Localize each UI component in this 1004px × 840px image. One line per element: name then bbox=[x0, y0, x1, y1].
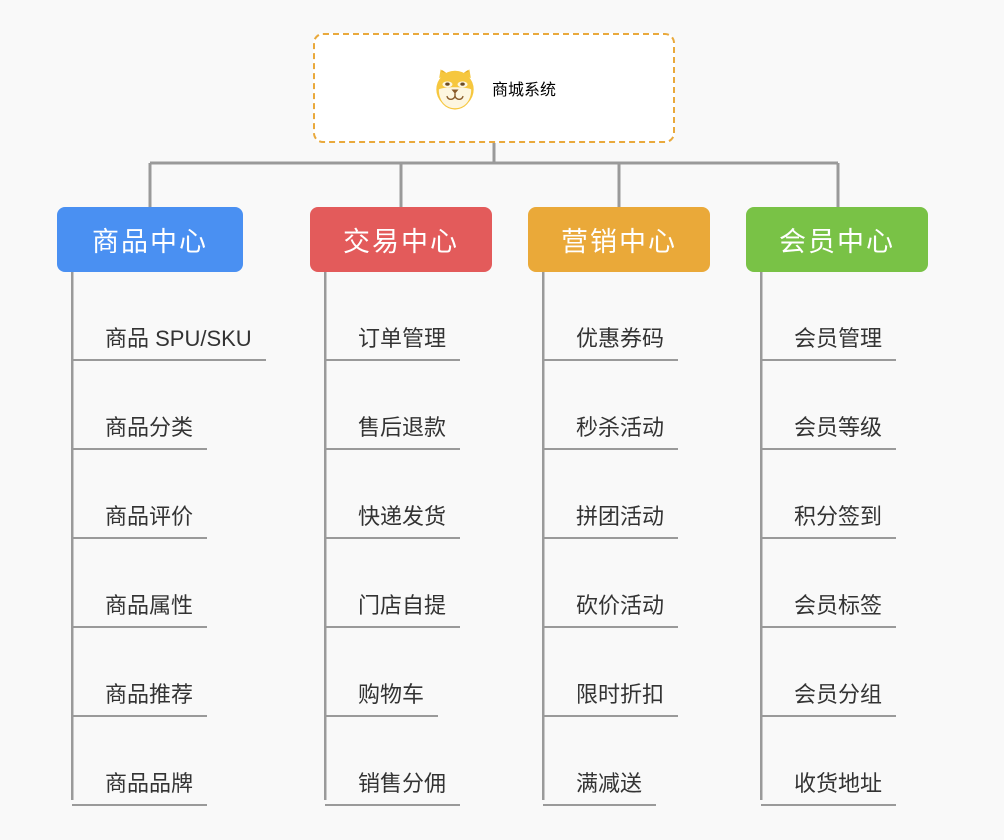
list-item[interactable]: 商品评价 bbox=[72, 450, 266, 539]
leaf-label: 订单管理 bbox=[325, 321, 461, 361]
leaf-label: 购物车 bbox=[325, 677, 439, 717]
leaf-label: 商品评价 bbox=[72, 499, 208, 539]
leaf-label: 商品推荐 bbox=[72, 677, 208, 717]
list-item[interactable]: 拼团活动 bbox=[543, 450, 679, 539]
leaf-label: 积分签到 bbox=[761, 499, 897, 539]
category-header-会员中心[interactable]: 会员中心 bbox=[746, 207, 928, 272]
root-title: 商城系统 bbox=[491, 82, 556, 99]
shiba-dog-icon bbox=[436, 69, 474, 110]
leaf-label: 商品属性 bbox=[72, 588, 208, 628]
list-item[interactable]: 门店自提 bbox=[325, 539, 461, 628]
category-label: 交易中心 bbox=[343, 227, 459, 257]
list-item[interactable]: 订单管理 bbox=[325, 272, 461, 361]
list-item[interactable]: 购物车 bbox=[325, 628, 460, 717]
list-item[interactable]: 优惠券码 bbox=[543, 272, 679, 361]
leaf-list: 商品 SPU/SKU 商品分类 商品评价 商品属性 商品推荐 商品品牌 bbox=[72, 272, 266, 806]
branch-column-3: 营销中心 优惠券码 秒杀活动 拼团活动 砍价活动 限时折扣 满减送 bbox=[528, 207, 710, 806]
category-header-营销中心[interactable]: 营销中心 bbox=[528, 207, 710, 272]
leaf-list: 会员管理 会员等级 积分签到 会员标签 会员分组 收货地址 bbox=[761, 272, 897, 806]
branch-column-1: 商品中心 商品 SPU/SKU 商品分类 商品评价 商品属性 商品推荐 商品品牌 bbox=[57, 207, 266, 806]
list-item[interactable]: 商品分类 bbox=[72, 361, 266, 450]
list-item[interactable]: 会员等级 bbox=[761, 361, 897, 450]
list-item[interactable]: 商品 SPU/SKU bbox=[72, 272, 266, 361]
list-item[interactable]: 限时折扣 bbox=[543, 628, 679, 717]
branch-column-2: 交易中心 订单管理 售后退款 快递发货 门店自提 购物车 销售分佣 bbox=[310, 207, 492, 806]
leaf-label: 秒杀活动 bbox=[543, 410, 679, 450]
category-label: 会员中心 bbox=[779, 227, 895, 257]
leaf-label: 会员管理 bbox=[761, 321, 897, 361]
list-item[interactable]: 快递发货 bbox=[325, 450, 461, 539]
leaf-label: 快递发货 bbox=[325, 499, 461, 539]
leaf-list: 优惠券码 秒杀活动 拼团活动 砍价活动 限时折扣 满减送 bbox=[543, 272, 679, 806]
leaf-label: 门店自提 bbox=[325, 588, 461, 628]
leaf-label: 销售分佣 bbox=[325, 766, 461, 806]
leaf-label: 拼团活动 bbox=[543, 499, 679, 539]
leaf-list: 订单管理 售后退款 快递发货 门店自提 购物车 销售分佣 bbox=[325, 272, 461, 806]
list-item[interactable]: 砍价活动 bbox=[543, 539, 679, 628]
leaf-label: 砍价活动 bbox=[543, 588, 679, 628]
list-item[interactable]: 会员分组 bbox=[761, 628, 897, 717]
leaf-label: 商品品牌 bbox=[72, 766, 208, 806]
leaf-label: 优惠券码 bbox=[543, 321, 679, 361]
list-item[interactable]: 收货地址 bbox=[761, 717, 897, 806]
list-item[interactable]: 销售分佣 bbox=[325, 717, 461, 806]
list-item[interactable]: 商品品牌 bbox=[72, 717, 266, 806]
category-label: 营销中心 bbox=[561, 227, 677, 257]
leaf-label: 商品 SPU/SKU bbox=[72, 321, 266, 361]
list-item[interactable]: 商品推荐 bbox=[72, 628, 266, 717]
leaf-label: 会员标签 bbox=[761, 588, 897, 628]
leaf-label: 会员等级 bbox=[761, 410, 897, 450]
root-node[interactable]: 商城系统 bbox=[313, 33, 675, 143]
leaf-label: 商品分类 bbox=[72, 410, 208, 450]
list-item[interactable]: 积分签到 bbox=[761, 450, 897, 539]
category-header-交易中心[interactable]: 交易中心 bbox=[310, 207, 492, 272]
leaf-label: 限时折扣 bbox=[543, 677, 679, 717]
list-item[interactable]: 商品属性 bbox=[72, 539, 266, 628]
list-item[interactable]: 会员标签 bbox=[761, 539, 897, 628]
leaf-label: 收货地址 bbox=[761, 766, 897, 806]
list-item[interactable]: 满减送 bbox=[543, 717, 678, 806]
list-item[interactable]: 会员管理 bbox=[761, 272, 897, 361]
category-label: 商品中心 bbox=[92, 227, 208, 257]
list-item[interactable]: 售后退款 bbox=[325, 361, 461, 450]
list-item[interactable]: 秒杀活动 bbox=[543, 361, 679, 450]
branch-column-4: 会员中心 会员管理 会员等级 积分签到 会员标签 会员分组 收货地址 bbox=[746, 207, 928, 806]
leaf-label: 满减送 bbox=[543, 766, 657, 806]
category-header-商品中心[interactable]: 商品中心 bbox=[57, 207, 243, 272]
leaf-label: 会员分组 bbox=[761, 677, 897, 717]
leaf-label: 售后退款 bbox=[325, 410, 461, 450]
